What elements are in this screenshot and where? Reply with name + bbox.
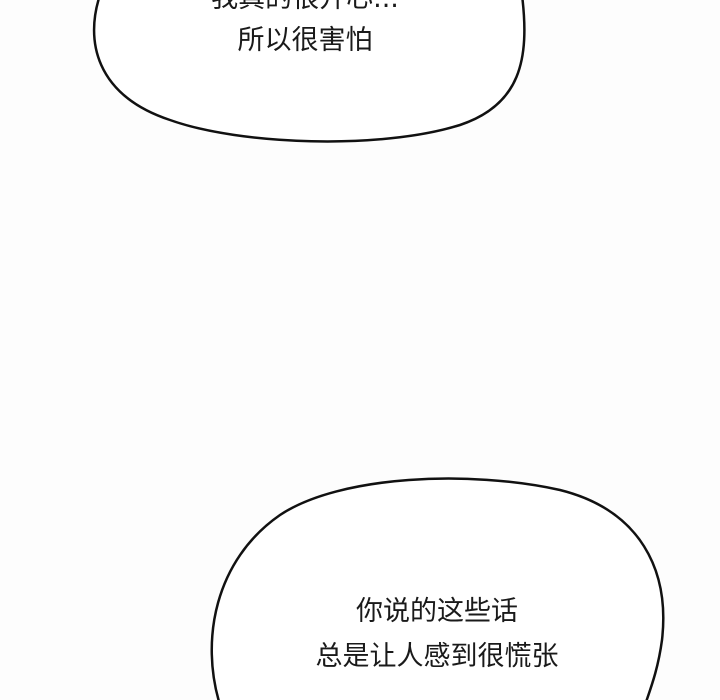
speech-bubble-bottom-outline <box>210 477 665 700</box>
dialogue-line: 你说的这些话 <box>356 596 518 627</box>
dialogue-line: 我真的很开心... <box>110 0 500 12</box>
speech-bubble-bottom: 你说的这些话 总是让人感到很慌张 <box>237 590 637 700</box>
speech-bubble-top: 我真的很开心... 所以很害怕 <box>110 0 500 140</box>
dialogue-line: 总是让人感到很慌张 <box>315 641 559 672</box>
speech-bubble-top-outline <box>92 0 526 143</box>
dialogue-line: 所以很害怕 <box>237 25 373 56</box>
